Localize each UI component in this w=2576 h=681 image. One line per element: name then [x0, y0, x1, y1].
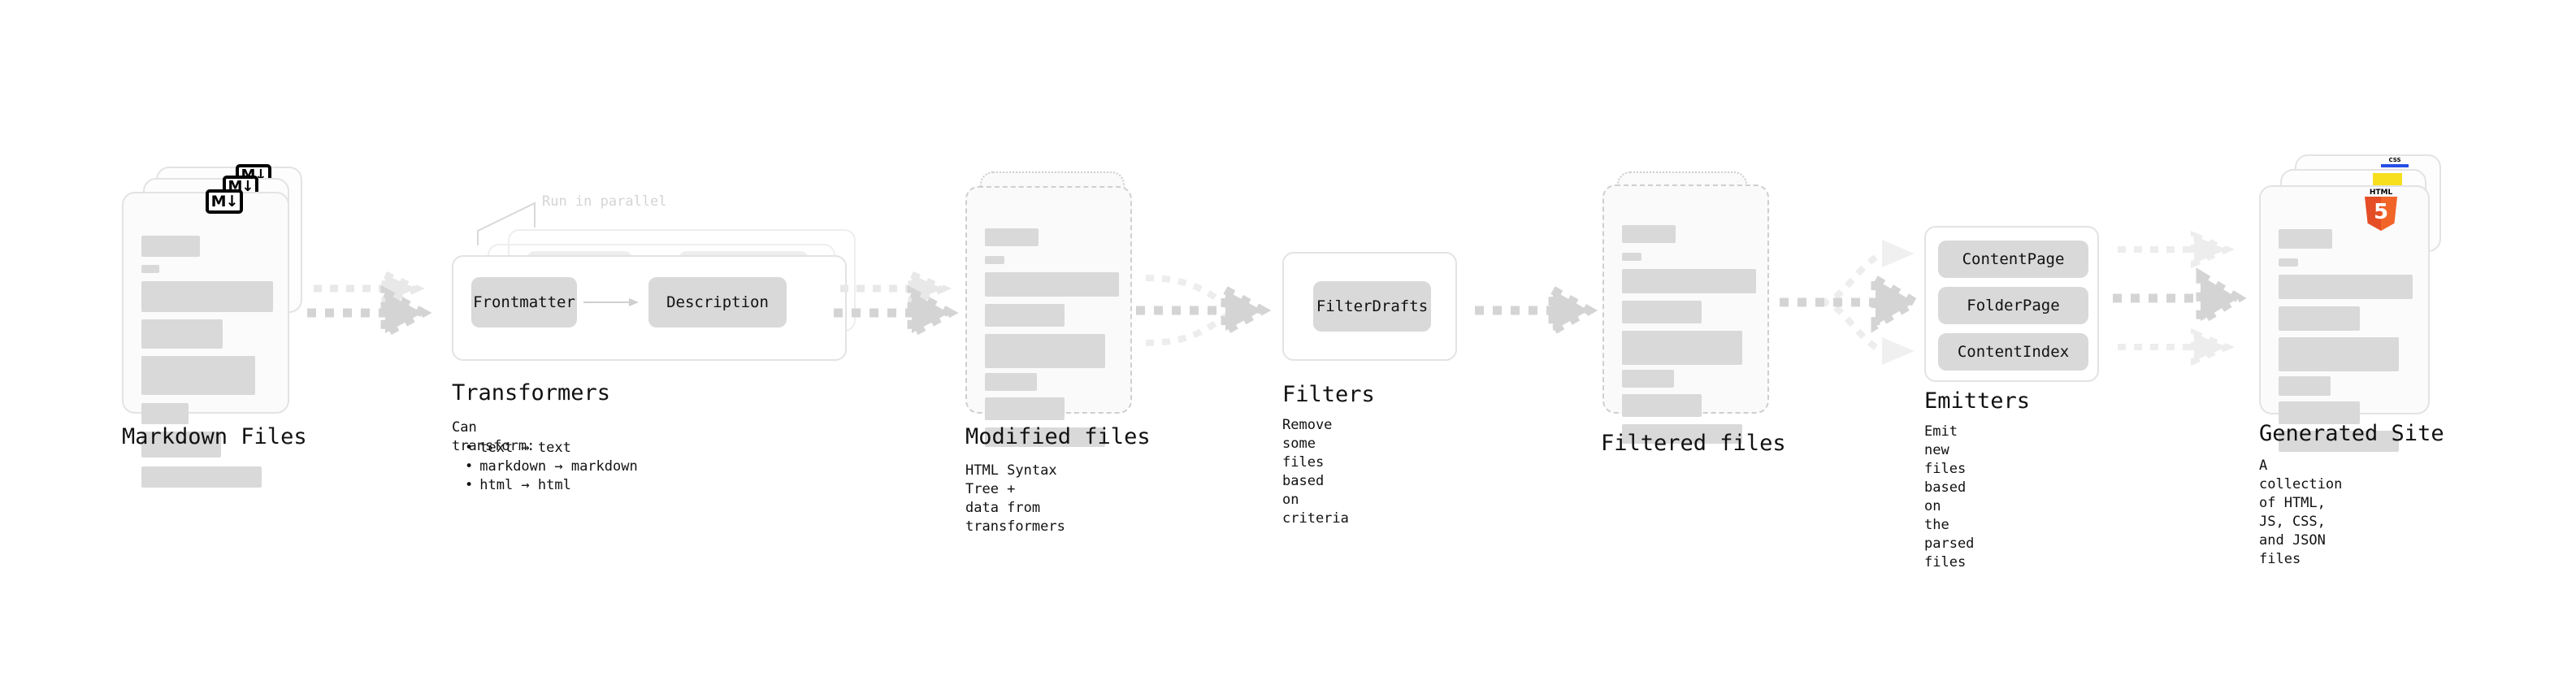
connector-emitters-to-site	[2113, 230, 2247, 367]
markdown-sheet-front	[122, 192, 289, 488]
placeholder-line	[985, 272, 1119, 297]
placeholder-line	[2279, 337, 2399, 371]
placeholder-line	[141, 236, 200, 257]
modified-file-stack	[959, 167, 1154, 447]
chip-contentpage[interactable]: ContentPage	[1938, 241, 2088, 278]
placeholder-line	[1622, 225, 1676, 243]
placeholder-line	[985, 397, 1065, 420]
placeholder-line	[2279, 376, 2331, 396]
modified-sheet-front	[965, 186, 1132, 447]
filters-title: Filters	[1282, 382, 1375, 407]
placeholder-line	[1622, 424, 1742, 444]
css-icon-label: CSS	[2388, 157, 2401, 163]
parallel-leader-line	[477, 202, 536, 245]
modified-files-title: Modified files	[965, 424, 1151, 449]
connector-markdown-to-transformers	[307, 269, 432, 341]
placeholder-line	[141, 356, 255, 395]
filtered-file-stack	[1594, 167, 1789, 444]
chip-contentindex[interactable]: ContentIndex	[1938, 333, 2088, 371]
placeholder-line	[141, 319, 223, 349]
css-icon: CSS	[2381, 157, 2409, 170]
markdown-icon: M↓	[206, 189, 243, 214]
filters-subtitle: Remove some files based on criteria	[1282, 417, 1349, 527]
placeholder-line	[2279, 306, 2360, 331]
placeholder-line	[141, 281, 273, 312]
placeholder-line	[1622, 301, 1702, 323]
markdown-files-title: Markdown Files	[122, 424, 307, 449]
placeholder-line	[2279, 258, 2298, 267]
placeholder-line	[985, 228, 1039, 246]
placeholder-line	[2279, 401, 2360, 424]
markdown-file-stack: M↓ M↓ M↓	[122, 164, 317, 488]
placeholder-line	[985, 256, 1004, 264]
filtered-files-title: Filtered files	[1601, 431, 1786, 456]
emitters-title: Emitters	[1924, 388, 2031, 414]
placeholder-line	[2279, 229, 2332, 249]
placeholder-line	[985, 304, 1065, 327]
placeholder-line	[985, 334, 1105, 368]
connector-filters-to-filtered	[1475, 282, 1598, 339]
placeholder-line	[141, 403, 189, 424]
generated-site-title: Generated Site	[2259, 421, 2444, 446]
placeholder-line	[141, 265, 159, 273]
emitters-box: ContentPage FolderPage ContentIndex	[1924, 226, 2099, 382]
placeholder-line	[2279, 275, 2413, 299]
connector-transformers-to-modified	[834, 269, 959, 341]
placeholder-line	[1622, 253, 1641, 261]
chip-description[interactable]: Description	[648, 277, 787, 327]
html5-icon-caption: HTML	[2369, 189, 2393, 197]
transformers-bullets: text → text markdown → markdown html → h…	[452, 439, 638, 495]
chip-folderpage[interactable]: FolderPage	[1938, 287, 2088, 324]
placeholder-line	[985, 427, 1105, 447]
modified-files-subtitle: HTML Syntax Tree + data from transformer…	[965, 462, 1065, 535]
generated-site-subtitle: A collection of HTML, JS, CSS, and JSON …	[2259, 458, 2343, 567]
transformer-box-front: Frontmatter Description	[452, 255, 847, 361]
transformers-bullet-0: text → text	[465, 439, 638, 458]
chip-frontmatter[interactable]: Frontmatter	[471, 277, 577, 327]
run-in-parallel-note: Run in parallel	[542, 193, 667, 210]
generated-site-stack: CSS HTML 5	[2259, 154, 2470, 452]
placeholder-line	[141, 432, 221, 458]
site-sheet-front	[2259, 185, 2430, 452]
placeholder-line	[1622, 394, 1702, 417]
placeholder-line	[1622, 331, 1742, 365]
transformers-bullet-1: markdown → markdown	[465, 458, 637, 476]
html5-icon-digit: 5	[2373, 199, 2389, 224]
html5-icon: HTML 5	[2363, 189, 2399, 231]
transform-arrow	[583, 298, 639, 306]
transformers-bullet-2: html → html	[465, 476, 638, 495]
html5-icon-shield: 5	[2365, 197, 2397, 231]
placeholder-line	[985, 373, 1037, 391]
transformers-title: Transformers	[452, 380, 611, 406]
connector-filtered-to-emitters	[1780, 240, 1923, 365]
placeholder-line	[2279, 431, 2399, 452]
placeholder-line	[141, 466, 262, 488]
connector-modified-to-filters	[1136, 275, 1272, 346]
placeholder-line	[1622, 269, 1756, 293]
emitters-subtitle: Emit new files based on the parsed files	[1924, 423, 1975, 570]
placeholder-line	[1622, 370, 1674, 388]
chip-filterdrafts[interactable]: FilterDrafts	[1313, 281, 1431, 332]
filters-box: FilterDrafts	[1282, 252, 1457, 361]
filtered-sheet-front	[1602, 184, 1769, 444]
css-icon-bar	[2381, 164, 2409, 167]
